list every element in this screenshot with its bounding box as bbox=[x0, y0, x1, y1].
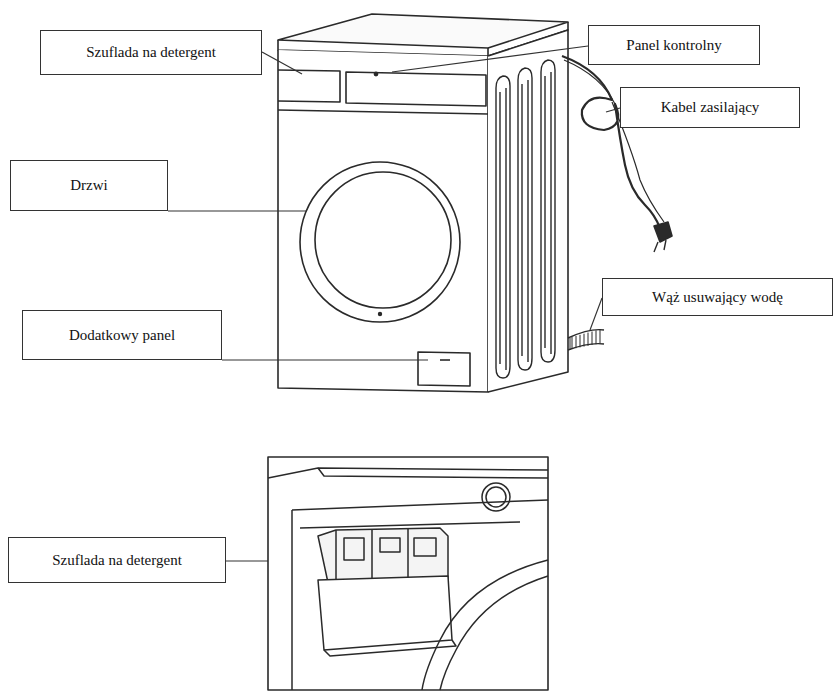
part-label: Drzwi bbox=[70, 177, 108, 194]
part-label: Dodatkowy panel bbox=[69, 327, 175, 344]
part-label: Panel kontrolny bbox=[626, 37, 721, 54]
part-label: Szuflada na detergent bbox=[52, 552, 182, 569]
label-box: Drzwi bbox=[10, 160, 168, 211]
label-box: Panel kontrolny bbox=[588, 25, 760, 65]
part-label: Szuflada na detergent bbox=[86, 44, 216, 61]
part-label: Kabel zasilający bbox=[661, 99, 760, 116]
label-box: Szuflada na detergent bbox=[8, 537, 226, 583]
label-box: Dodatkowy panel bbox=[22, 310, 222, 360]
label-box: Szuflada na detergent bbox=[40, 30, 262, 75]
label-box: Kabel zasilający bbox=[620, 87, 800, 128]
part-label: Wąż usuwający wodę bbox=[652, 289, 783, 306]
label-box: Wąż usuwający wodę bbox=[602, 278, 833, 316]
